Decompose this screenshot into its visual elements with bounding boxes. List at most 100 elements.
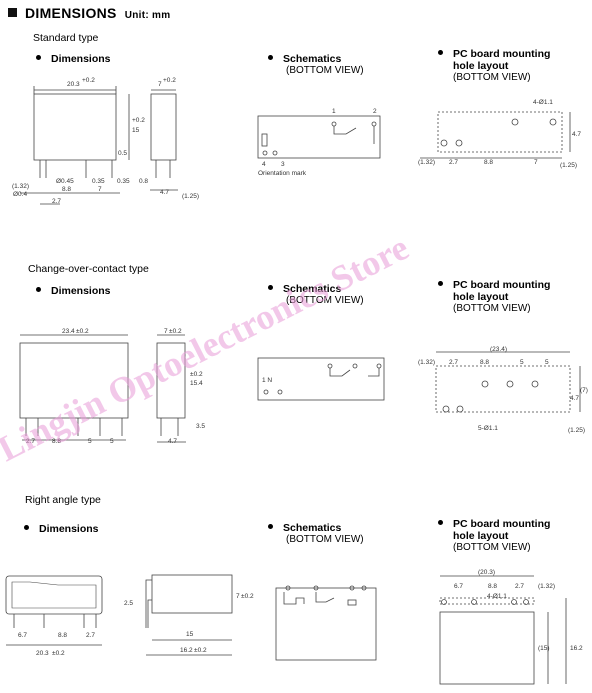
rightangle-pcb-label-2: hole layout (453, 530, 509, 542)
ra-dim-p27: 2.7 (86, 632, 95, 639)
std-dim-p125: (1.25) (182, 193, 199, 200)
ra-dim-p67: 6.7 (18, 632, 27, 639)
co-pcb-p7: (7) (580, 387, 588, 394)
co-pcb-hole (506, 380, 514, 388)
std-schem-pin4: 4 (262, 161, 266, 168)
co-relay-side (156, 342, 186, 419)
standard-pcb-label-2: hole layout (453, 60, 509, 72)
std-schem-pin3: 3 (281, 161, 285, 168)
ra-dim-p7: 7 (236, 593, 240, 600)
std-pcb-a132: (1.32) (418, 159, 435, 166)
standard-schematics-label: Schematics (283, 53, 342, 65)
std-dim-p47: 4.7 (160, 189, 169, 196)
ra-schem-pin (313, 585, 319, 591)
std-dim-p035a: 0.35 (92, 178, 105, 185)
co-dim-p47: 4.7 (168, 438, 177, 445)
std-dim-depth-tol: +0.2 (163, 77, 176, 84)
standard-schematics-view: (BOTTOM VIEW) (286, 65, 364, 76)
standard-relay-side (150, 93, 177, 161)
ra-pcb-hole (511, 599, 517, 605)
co-pcb-hole (456, 405, 464, 413)
bullet-icon (36, 55, 41, 60)
standard-relay-front (33, 93, 117, 161)
co-dim-p5a: 5 (88, 438, 92, 445)
ra-relay-side (151, 574, 233, 614)
std-pcb-holes: 4-Ø1.1 (533, 99, 553, 106)
co-pcb-p27: 2.7 (449, 359, 458, 366)
std-dim-width: 20.3 (67, 81, 80, 88)
std-schem-pin1: 1 (332, 108, 336, 115)
co-schem-outline (257, 357, 385, 401)
bullet-icon (24, 525, 29, 530)
bullet-icon (438, 281, 443, 286)
ra-schem-pin (361, 585, 367, 591)
co-pcb-p125: (1.25) (568, 427, 585, 434)
std-pcb-p125: (1.25) (560, 162, 577, 169)
std-schem-pin2: 2 (373, 108, 377, 115)
co-relay-front (19, 342, 129, 419)
co-dim-height: 15.4 (190, 380, 203, 387)
std-schem-pin (262, 150, 268, 156)
rightangle-pcb-view: (BOTTOM VIEW) (453, 542, 531, 553)
ra-pcb-hole (523, 599, 529, 605)
co-pcb-hole (531, 380, 539, 388)
bullet-icon (438, 520, 443, 525)
changeover-pcb-label-1: PC board mounting (453, 279, 551, 291)
std-pcb-hole (455, 139, 463, 147)
std-dim-p08: 0.8 (139, 178, 148, 185)
ra-dim-p15: 15 (186, 631, 194, 638)
std-dim-p7: 7 (98, 186, 102, 193)
std-dim-width-tol: +0.2 (82, 77, 95, 84)
std-dim-pin-off: 0.5 (118, 150, 127, 157)
bullet-icon (268, 524, 273, 529)
std-dim-a132: (1.32) (12, 183, 29, 190)
ra-pcb-total: (20.3) (478, 569, 495, 576)
ra-dim-width: 20.3 (36, 650, 49, 657)
header-unit: Unit: mm (124, 10, 171, 21)
std-pcb-hole (549, 118, 557, 126)
ra-relay-front (5, 575, 103, 615)
rightangle-pcb-label-1: PC board mounting (453, 518, 551, 530)
std-pcb-p47: 4.7 (572, 131, 581, 138)
co-dim-width: 23.4 (62, 328, 75, 335)
co-pcb-outline (435, 365, 571, 413)
changeover-pcb-heading: PC board mounting hole layout (BOTTOM VI… (438, 279, 550, 314)
section-standard-title: Standard type (33, 32, 99, 44)
ra-pcb-p88: 8.8 (488, 583, 497, 590)
rightangle-pcb-heading: PC board mounting hole layout (BOTTOM VI… (438, 518, 550, 553)
section-rightangle-title: Right angle type (25, 494, 101, 506)
co-dim-height-tol: ±0.2 (190, 371, 203, 378)
std-pcb-outline (437, 111, 563, 153)
co-schem-mark: 1 N (262, 377, 272, 384)
co-pcb-p5a: 5 (520, 359, 524, 366)
changeover-pcb-label-2: hole layout (453, 291, 509, 303)
co-pcb-hole (481, 380, 489, 388)
changeover-pcb-view: (BOTTOM VIEW) (453, 303, 531, 314)
header-title: DIMENSIONS (25, 5, 117, 21)
std-dim-d045: Ø0.45 (56, 178, 74, 185)
ra-pcb-holes: 4-Ø1.1 (487, 593, 507, 600)
std-pcb-hole (440, 139, 448, 147)
std-schem-pin (272, 150, 278, 156)
ra-dim-p162-tol: ±0.2 (194, 647, 207, 654)
standard-pcb-label-1: PC board mounting (453, 48, 551, 60)
std-dim-depth: 7 (158, 81, 162, 88)
ra-pcb-strip (439, 597, 535, 605)
co-schem-pin (263, 389, 269, 395)
ra-dim-p88: 8.8 (58, 632, 67, 639)
standard-dimensions-label: Dimensions (51, 53, 111, 65)
co-pcb-p5b: 5 (545, 359, 549, 366)
ra-pcb-hole (471, 599, 477, 605)
rightangle-dimensions-heading: Dimensions (24, 523, 99, 535)
co-pcb-hole (442, 405, 450, 413)
co-schem-pin (277, 389, 283, 395)
standard-dimensions-heading: Dimensions (36, 53, 111, 65)
ra-schem-outline (275, 587, 377, 661)
bullet-icon (268, 55, 273, 60)
ra-dim-p25: 2.5 (124, 600, 133, 607)
std-pcb-p7: 7 (534, 159, 538, 166)
